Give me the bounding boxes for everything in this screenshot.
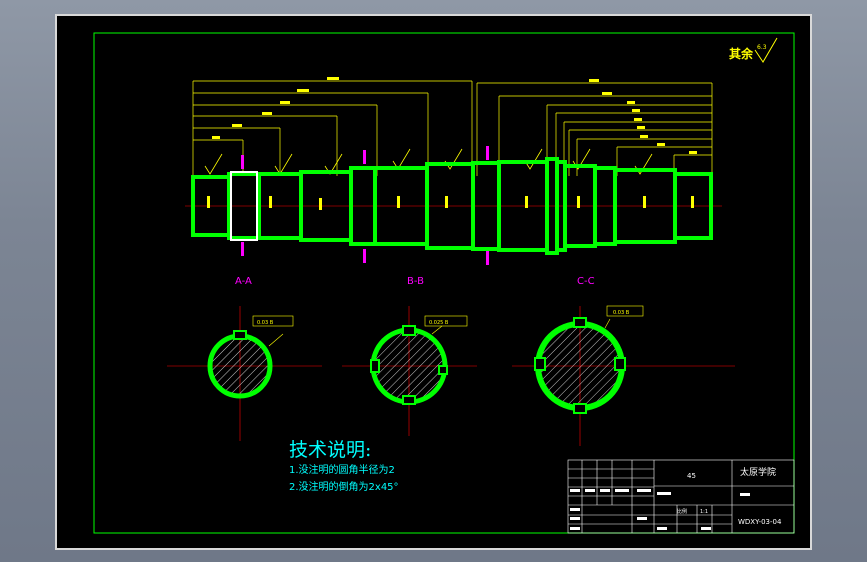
title-block-drawing-no: WDXY-03-04 [738, 518, 782, 526]
title-block-scale-label: 比例 [677, 508, 687, 515]
tech-notes-title: 技术说明: [289, 439, 371, 461]
dimension-lines [192, 80, 713, 176]
section-view-a: 0.03 B [207, 315, 294, 399]
keyway-highlight [230, 171, 258, 241]
section-view-b: 0.025 B [370, 315, 468, 405]
section-tol-c: 0.03 B [613, 310, 630, 316]
tech-note-item-2: 2.没注明的倒角为2x45° [289, 480, 399, 493]
drawing-frame [93, 32, 795, 534]
section-label-a: A-A [235, 276, 252, 287]
title-block-small-text [570, 489, 750, 530]
title-block-material: 45 [687, 472, 696, 480]
roughness-symbol [754, 37, 778, 63]
dimension-values [212, 77, 697, 154]
section-view-c: 0.03 B [534, 305, 644, 414]
section-tol-b: 0.025 B [429, 320, 449, 326]
section-markers [241, 146, 489, 265]
section-tol-a: 0.03 B [257, 320, 274, 326]
diameter-labels [207, 196, 694, 210]
roughness-label: 其余 [729, 46, 754, 61]
cad-viewport[interactable]: 其余 6.3 [55, 14, 812, 550]
section-label-b: B-B [407, 276, 424, 287]
title-block [567, 459, 795, 534]
section-label-c: C-C [577, 276, 595, 287]
title-block-scale-value: 1:1 [700, 509, 708, 515]
shaft-outline [191, 157, 713, 255]
roughness-value: 6.3 [757, 44, 767, 51]
shaft-drawing: 其余 6.3 [93, 32, 795, 534]
tech-note-item-1: 1.没注明的圆角半径为2 [289, 463, 395, 476]
title-block-school: 太原学院 [740, 466, 776, 478]
